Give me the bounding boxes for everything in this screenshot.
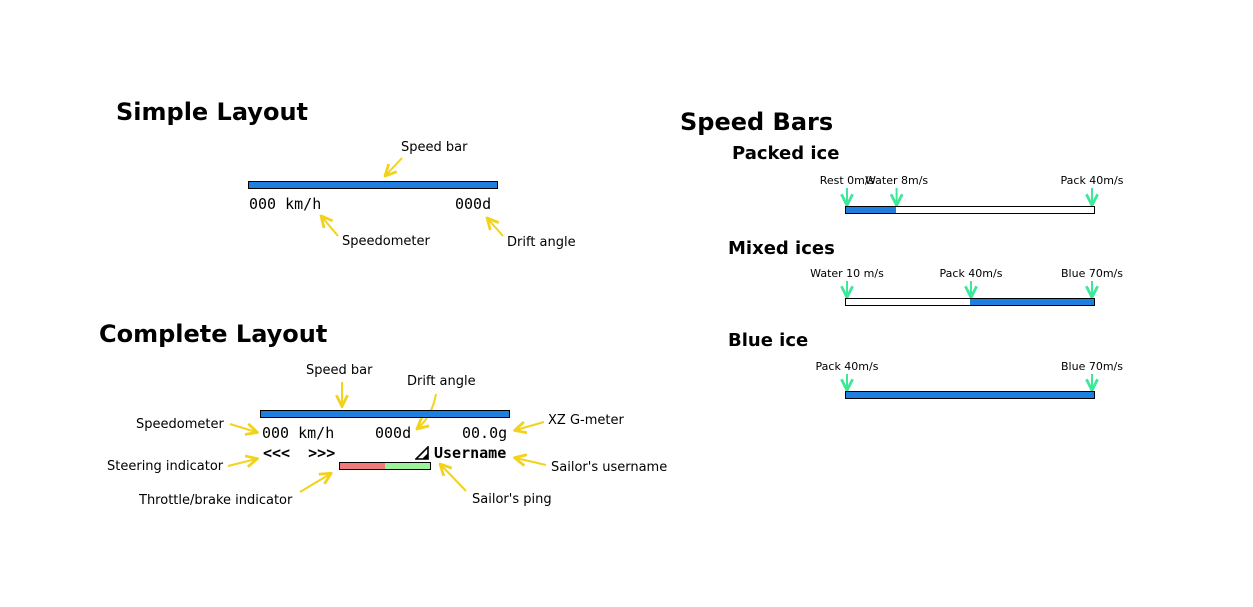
annotation-speed-bar: Speed bar — [401, 140, 468, 155]
speed-bars-title: Speed Bars — [680, 108, 834, 136]
annotation-throttle-brake: Throttle/brake indicator — [139, 493, 293, 508]
annotation-ping: Sailor's ping — [472, 492, 552, 507]
annotation-drift-angle: Drift angle — [507, 235, 576, 250]
complete-speed-bar — [260, 410, 510, 418]
annotation-steering: Steering indicator — [107, 459, 224, 474]
speed-bar — [845, 298, 1095, 306]
throttle-fill — [385, 463, 430, 469]
steering-indicator: <<< >>> — [263, 444, 336, 462]
speed-bar-title: Mixed ices — [728, 238, 835, 259]
speed-bar-fill — [846, 392, 1094, 398]
brake-fill — [340, 463, 385, 469]
complete-gmeter-readout: 00.0g — [462, 424, 508, 442]
annotation-speedometer: Speedometer — [342, 234, 430, 249]
speed-marker-label: Water 8m/s — [865, 174, 929, 187]
speed-bar-title: Blue ice — [728, 330, 809, 351]
complete-speed-bar-fill — [261, 411, 509, 417]
arrow-throttle-brake — [299, 474, 330, 493]
simple-speedometer-readout: 000 km/h — [249, 195, 322, 213]
arrow-username — [516, 458, 547, 465]
arrow-speedometer — [322, 217, 339, 237]
complete-drift-readout: 000d — [375, 424, 412, 442]
sailor-username: Username — [434, 444, 507, 462]
speed-marker-label: Water 10 m/s — [810, 267, 884, 280]
arrow-speedometer-complete — [229, 424, 256, 432]
speed-marker-label: Pack 40m/s — [815, 360, 879, 373]
speed-bar — [845, 391, 1095, 399]
annotation-speedometer-complete: Speedometer — [136, 417, 224, 432]
arrow-speed-bar — [386, 157, 403, 175]
annotation-drift-angle-complete: Drift angle — [407, 374, 476, 389]
annotation-username: Sailor's username — [551, 460, 668, 475]
simple-drift-readout: 000d — [455, 195, 492, 213]
speed-bar-fill — [846, 207, 896, 213]
simple-speed-bar — [248, 181, 498, 189]
speed-marker-label: Blue 70m/s — [1061, 267, 1123, 280]
arrow-steering — [227, 459, 256, 466]
arrow-ping — [441, 465, 467, 492]
complete-layout-title: Complete Layout — [99, 320, 328, 348]
ping-signal-icon — [415, 446, 429, 460]
arrow-drift-angle — [488, 219, 504, 237]
throttle-brake-indicator — [339, 462, 431, 470]
speed-marker-label: Blue 70m/s — [1061, 360, 1123, 373]
arrow-gmeter — [516, 422, 545, 430]
simple-speed-bar-fill — [249, 182, 497, 188]
speed-bar-title: Packed ice — [732, 143, 840, 164]
simple-layout-title: Simple Layout — [116, 98, 308, 126]
speed-marker-label: Pack 40m/s — [1060, 174, 1124, 187]
speed-bar-fill — [970, 299, 1094, 305]
complete-speedometer-readout: 000 km/h — [262, 424, 335, 442]
speed-bar — [845, 206, 1095, 214]
annotation-xz-gmeter: XZ G-meter — [548, 413, 624, 428]
annotation-speed-bar-complete: Speed bar — [306, 363, 373, 378]
speed-marker-label: Pack 40m/s — [939, 267, 1003, 280]
speed-marker-label: Rest 0m/s — [819, 174, 875, 187]
